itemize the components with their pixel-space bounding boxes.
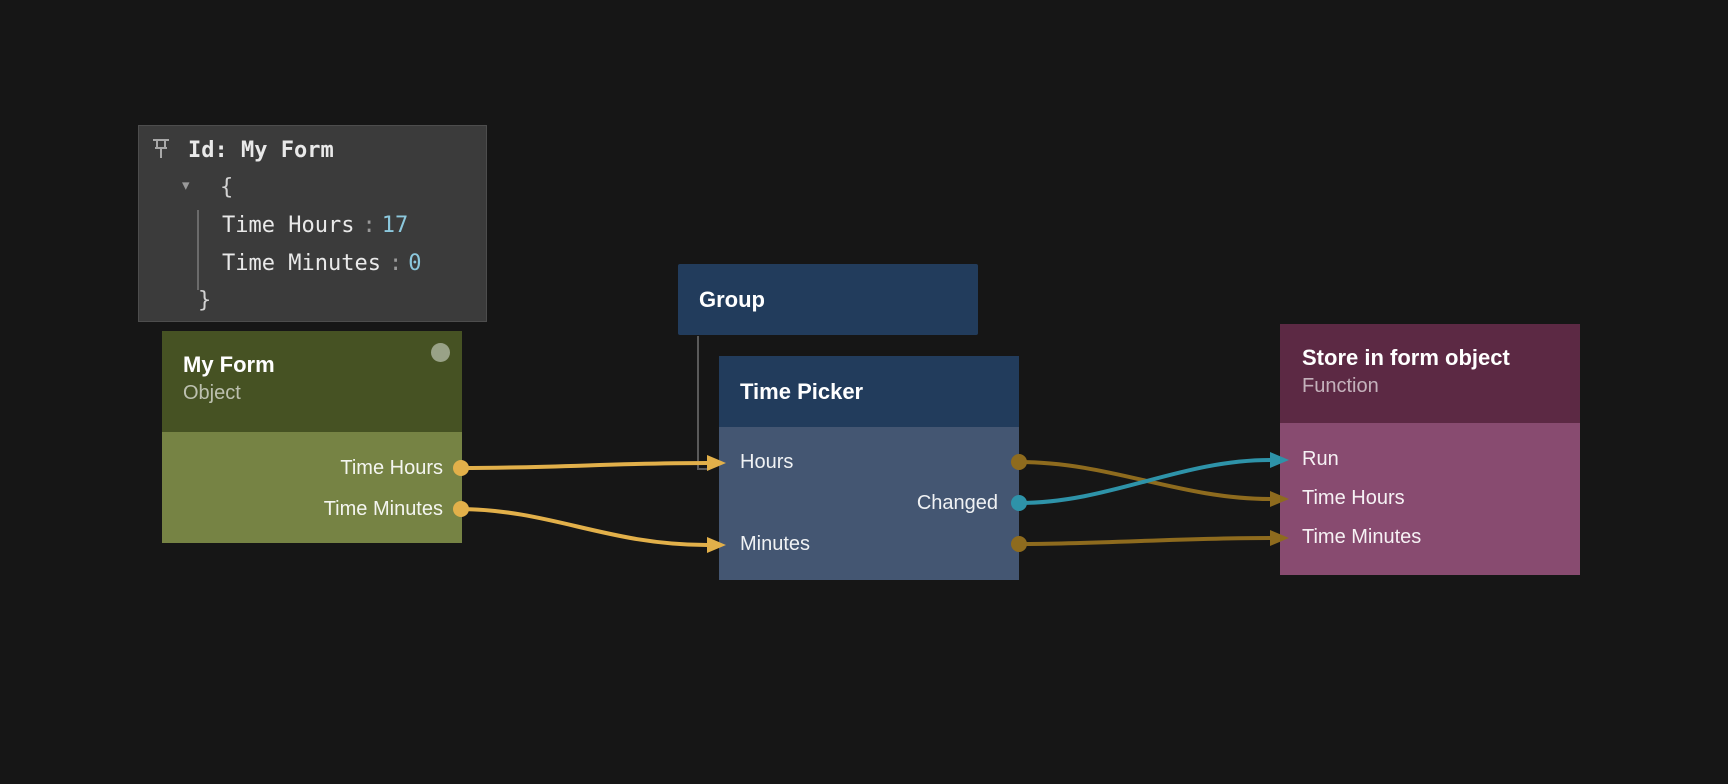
node-header[interactable]: Group [678, 264, 978, 335]
node-subtitle: Function [1302, 375, 1379, 397]
node-title: Time Picker [740, 378, 864, 404]
node-body: Time Hours Time Minutes [162, 432, 462, 543]
row-separator: : [388, 251, 403, 276]
tree-indent-guide [197, 210, 199, 290]
node-title: Store in form object [1302, 345, 1510, 370]
row-separator: : [362, 213, 376, 238]
node-store-in-form-object[interactable]: Store in form object Function Run Time H… [1280, 324, 1580, 575]
input-row-hours: Hours [740, 451, 794, 473]
json-close-brace: } [198, 288, 212, 313]
output-row-time-hours: Time Hours [340, 457, 443, 479]
row-value: 17 [381, 213, 409, 238]
inspector-row-time-hours: Time Hours:17 [222, 209, 408, 243]
wire-changed-to-run[interactable] [1017, 458, 1272, 505]
pin-icon[interactable] [151, 137, 171, 171]
node-body: Hours Changed Minutes [719, 427, 1019, 580]
node-body: Run Time Hours Time Minutes [1280, 423, 1580, 575]
inspector-title: Id: My Form [188, 138, 334, 163]
connection-indicator-dot [431, 343, 450, 362]
input-row-time-hours: Time Hours [1302, 487, 1405, 509]
wire-minutes-to-time-minutes[interactable] [1017, 536, 1272, 546]
row-label: Time Hours [222, 213, 355, 238]
row-value: 0 [408, 251, 422, 276]
output-row-changed: Changed [916, 492, 998, 514]
node-my-form[interactable]: My Form Object Time Hours Time Minutes [162, 331, 462, 543]
pinned-inspector-tooltip: Id: My Form ▾ { Time Hours:17 Time Minut… [138, 125, 487, 322]
wire-time-minutes-to-minutes[interactable] [459, 507, 709, 547]
node-time-picker[interactable]: Time Picker Hours Changed Minutes [719, 356, 1019, 580]
collapse-arrow-icon[interactable]: ▾ [182, 177, 190, 194]
node-subtitle: Object [183, 382, 241, 404]
wire-hours-to-time-hours[interactable] [1017, 460, 1272, 501]
output-row-time-minutes: Time Minutes [323, 498, 443, 520]
node-header[interactable]: My Form Object [162, 331, 462, 432]
input-row-run: Run [1302, 448, 1339, 470]
node-header[interactable]: Store in form object Function [1280, 324, 1580, 423]
input-row-minutes: Minutes [740, 533, 811, 555]
input-row-time-minutes: Time Minutes [1302, 526, 1422, 548]
group-child-connector-line [697, 336, 707, 470]
node-group[interactable]: Group [678, 264, 978, 335]
wire-time-hours-to-hours[interactable] [459, 461, 709, 470]
node-title: My Form [183, 352, 275, 377]
node-header[interactable]: Time Picker [719, 356, 1019, 427]
inspector-row-time-minutes: Time Minutes:0 [222, 247, 421, 281]
node-title: Group [699, 286, 765, 312]
json-open-brace: { [220, 175, 234, 200]
row-label: Time Minutes [222, 251, 381, 276]
